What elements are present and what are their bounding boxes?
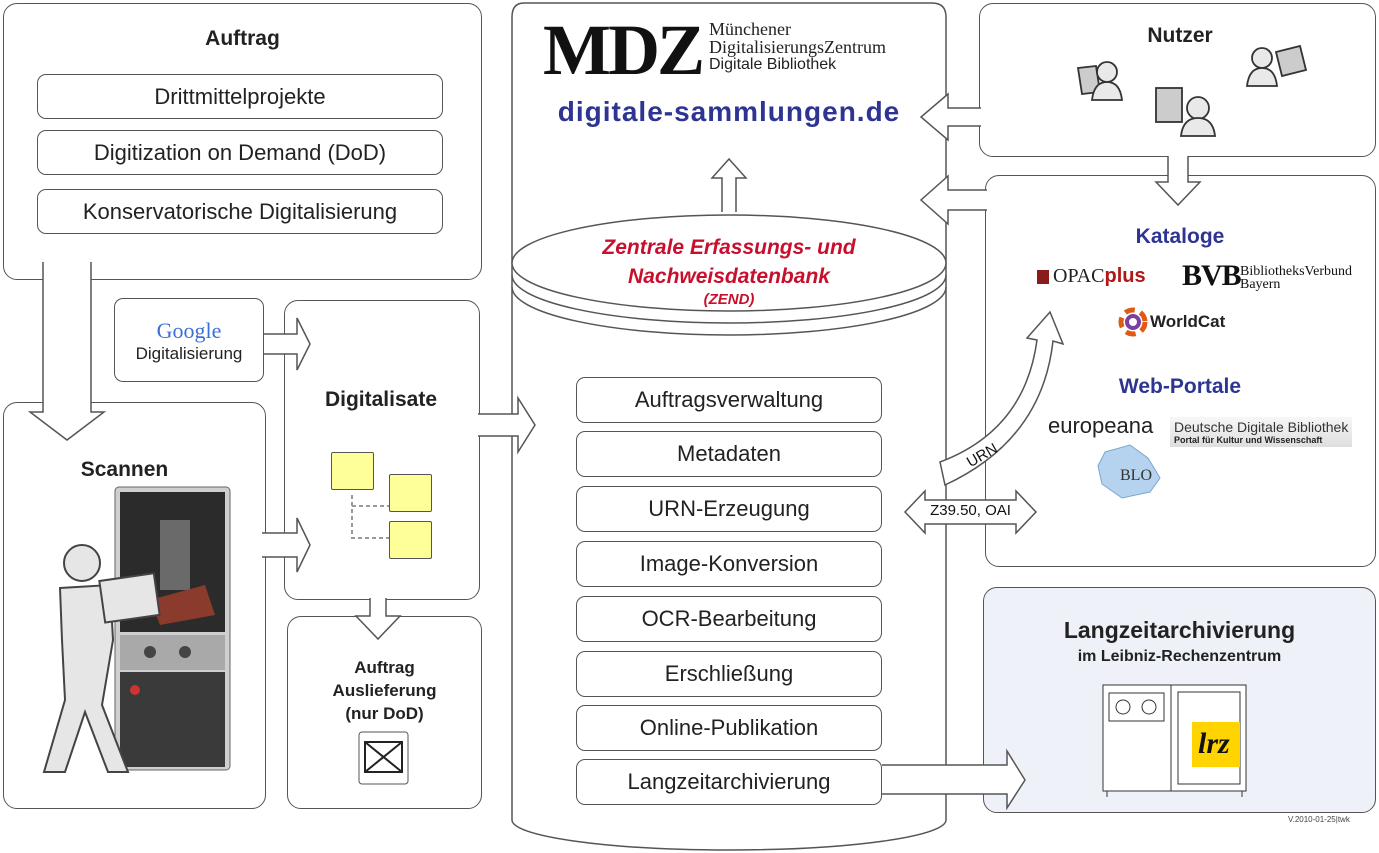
process-langzeitarchivierung: Langzeitarchivierung — [576, 759, 882, 805]
auslieferung-label: Auftrag Auslieferung (nur DoD) — [287, 656, 482, 725]
google-box: Google Digitalisierung — [114, 298, 264, 382]
process-urn-erzeugung: URN-Erzeugung — [576, 486, 882, 532]
bavaria-map-icon — [1097, 444, 1161, 499]
process-ocr-bearbeitung: OCR-Bearbeitung — [576, 596, 882, 642]
process-erschliessung: Erschließung — [576, 651, 882, 697]
folder-icon — [389, 521, 432, 559]
auftrag-title: Auftrag — [205, 27, 280, 50]
ddb-line1: Deutsche Digitale Bibliothek — [1174, 419, 1349, 435]
process-online-publikation: Online-Publikation — [576, 705, 882, 751]
process-auftragsverwaltung: Auftragsverwaltung — [576, 377, 882, 423]
users-icon — [1076, 44, 1308, 137]
auslieferung-line1: Auftrag — [354, 658, 415, 677]
kataloge-panel — [985, 175, 1376, 567]
auslieferung-line3: (nur DoD) — [345, 704, 424, 723]
nutzer-panel — [979, 3, 1376, 157]
scannen-title: Scannen — [80, 458, 169, 481]
folder-icon — [389, 474, 432, 512]
blo-logo: BLO — [1120, 467, 1152, 484]
mdz-line2: DigitalisierungsZentrum — [709, 37, 886, 57]
google-label: Digitalisierung — [135, 344, 243, 363]
zend-line1: Zentrale Erfassungs- und — [602, 236, 856, 259]
mdz-line3: Digitale Bibliothek — [709, 56, 837, 73]
worldcat-logo: WorldCat — [1150, 312, 1226, 331]
version-label: V.2010-01-25|twk — [1288, 815, 1350, 824]
arrow-kataloge-to-zend — [919, 174, 987, 226]
arrow-google-to-digitalisate — [262, 317, 311, 371]
zend-line2: Nachweisdatenbank — [628, 265, 830, 288]
lrz-logo: lrz — [1198, 727, 1230, 760]
arrow-auftrag-to-scannen — [27, 262, 107, 441]
arrow-scannen-to-digitalisate — [262, 517, 311, 573]
process-image-konversion: Image-Konversion — [576, 541, 882, 587]
process-metadaten: Metadaten — [576, 431, 882, 477]
arrow-z3950-oai — [903, 489, 1038, 535]
auftrag-item-dod: Digitization on Demand (DoD) — [37, 130, 443, 175]
google-logo: Google — [156, 318, 222, 343]
ddb-line2: Portal für Kultur und Wissenschaft — [1174, 435, 1323, 445]
site-link[interactable]: digitale-sammlungen.de — [557, 96, 901, 127]
folder-icon — [331, 452, 374, 490]
digitalisate-title: Digitalisate — [324, 388, 438, 411]
opacplus-logo: OPACplus — [1053, 265, 1146, 288]
arrow-digitalisate-to-zend — [478, 395, 536, 455]
arrow-urn — [939, 310, 1065, 487]
zend-title: Zentrale Erfassungs- und Nachweisdatenba… — [512, 233, 946, 309]
zend-abbr: (ZEND) — [703, 291, 755, 308]
bvb-line2: Bayern — [1240, 277, 1281, 292]
auslieferung-line2: Auslieferung — [332, 681, 437, 700]
mdz-line1: Münchener — [709, 19, 791, 39]
lza-title: Langzeitarchivierung — [1063, 617, 1296, 643]
arrow-digitalisate-to-auslieferung — [354, 598, 402, 641]
envelope-icon — [358, 731, 409, 785]
worldcat-icon — [1118, 307, 1148, 337]
bvb-line1: BibliotheksVerbund — [1240, 264, 1352, 279]
scanner-illustration — [114, 486, 231, 771]
ddb-logo: Deutsche Digitale Bibliothek Portal für … — [1170, 417, 1353, 447]
bvb-logo: BVB — [1182, 259, 1242, 292]
kataloge-title: Kataloge — [1135, 225, 1225, 248]
europeana-logo: europeana — [1048, 413, 1154, 438]
protocol-label: Z39.50, OAI — [930, 502, 1011, 519]
person-carrying-icon — [42, 544, 161, 773]
arrow-nutzer-to-kataloge — [1154, 156, 1202, 207]
opac-text: OPAC — [1053, 265, 1105, 287]
portale-title: Web-Portale — [1118, 375, 1242, 398]
lza-subtitle: im Leibniz-Rechenzentrum — [1077, 648, 1282, 665]
arrow-to-lza — [882, 748, 1026, 811]
arrow-zend-to-site — [710, 157, 748, 212]
auftrag-item-konservatorisch: Konservatorische Digitalisierung — [37, 189, 443, 234]
bvb-name: BibliotheksVerbund Bayern — [1240, 264, 1352, 292]
auftrag-item-drittmittel: Drittmittelprojekte — [37, 74, 443, 119]
lrz-server-illustration — [1102, 684, 1247, 797]
mdz-logo: MDZ — [543, 10, 705, 90]
nutzer-title: Nutzer — [1147, 24, 1213, 47]
opac-plus-text: plus — [1104, 265, 1146, 287]
mdz-tagline: Münchener DigitalisierungsZentrum Digita… — [709, 20, 886, 74]
